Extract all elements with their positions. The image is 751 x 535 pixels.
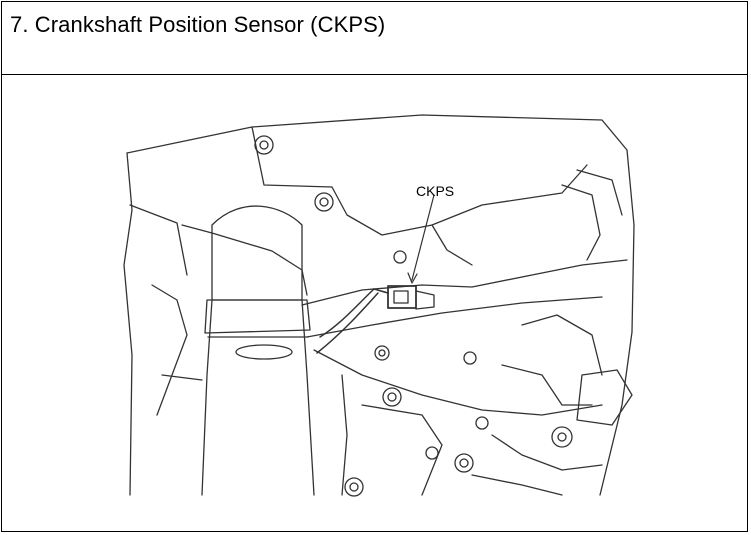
ckps-callout-label: CKPS <box>416 183 455 199</box>
engine-line-drawing <box>123 114 635 497</box>
engine-illustration: CKPS <box>2 75 747 532</box>
page-title: 7. Crankshaft Position Sensor (CKPS) <box>10 12 386 37</box>
title-row: 7. Crankshaft Position Sensor (CKPS) <box>2 2 747 75</box>
